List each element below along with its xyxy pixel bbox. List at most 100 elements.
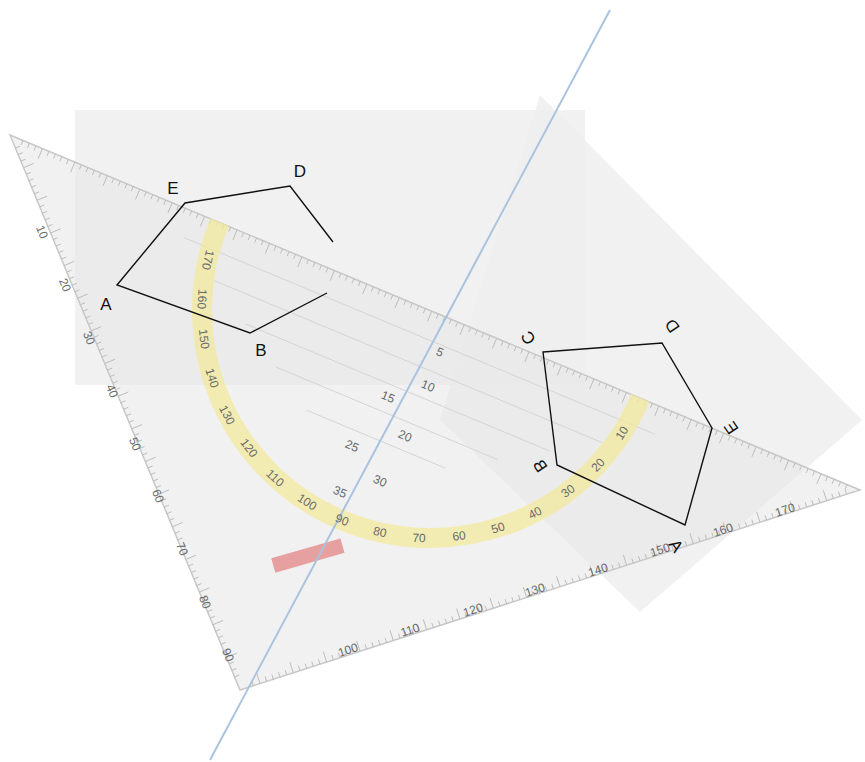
tick	[175, 531, 180, 533]
tick	[748, 444, 750, 449]
tick	[71, 162, 75, 172]
tick	[832, 494, 834, 499]
tick	[121, 401, 126, 403]
tick	[67, 270, 72, 272]
vertex-label: D	[294, 163, 306, 180]
tick	[456, 322, 458, 327]
tick	[164, 200, 166, 205]
tick	[663, 409, 665, 414]
tick	[257, 673, 260, 683]
tick	[196, 214, 198, 219]
tick	[110, 375, 115, 377]
brand-sticker	[271, 538, 344, 572]
tick	[97, 342, 102, 344]
tick	[845, 490, 847, 495]
tick	[774, 455, 776, 460]
tick	[765, 515, 767, 520]
scale-number: 170	[200, 249, 216, 271]
tick	[498, 601, 500, 606]
tick	[86, 316, 91, 318]
tick	[21, 140, 23, 145]
tick	[741, 441, 743, 446]
tick	[47, 151, 49, 156]
mirror-line	[210, 10, 610, 760]
tick	[818, 498, 820, 503]
tick	[752, 520, 754, 525]
tick	[728, 436, 730, 441]
tick	[547, 360, 549, 365]
tick	[683, 417, 685, 422]
vertex-label: E	[167, 180, 178, 197]
tick	[696, 422, 698, 427]
tick	[826, 476, 828, 481]
tick	[265, 243, 269, 253]
tick	[112, 178, 114, 183]
tick	[715, 430, 717, 435]
tick	[216, 629, 221, 631]
scale-number: 160	[196, 289, 209, 310]
tick	[432, 623, 434, 628]
tick	[229, 662, 234, 664]
tick	[552, 584, 554, 589]
tick	[151, 473, 156, 475]
tick	[91, 327, 101, 331]
tick	[345, 276, 347, 281]
tick	[384, 292, 386, 297]
tick	[272, 674, 274, 679]
tick	[186, 555, 196, 559]
tick	[784, 460, 788, 470]
tick	[48, 224, 53, 226]
tick	[235, 675, 240, 677]
tick	[832, 479, 834, 484]
tick	[332, 655, 334, 660]
tick	[79, 165, 81, 170]
tick	[183, 208, 185, 213]
tick	[307, 260, 309, 265]
tick	[131, 186, 133, 191]
tick	[167, 512, 172, 514]
tick	[378, 640, 380, 645]
tick	[676, 414, 678, 419]
tick	[540, 357, 542, 362]
tick	[586, 376, 588, 381]
tick	[24, 163, 34, 167]
tick	[80, 303, 85, 305]
tick	[29, 179, 34, 181]
tick	[417, 306, 419, 311]
tick	[151, 195, 153, 200]
tick	[148, 466, 153, 468]
tick	[276, 367, 497, 459]
tick	[705, 535, 707, 540]
tick	[645, 554, 647, 559]
tick	[278, 672, 280, 677]
tick	[655, 406, 659, 416]
tick	[318, 659, 320, 664]
tick	[428, 311, 432, 321]
tick	[702, 425, 704, 430]
tick	[221, 642, 226, 644]
tick	[752, 447, 756, 457]
tick	[578, 576, 580, 581]
tick	[378, 289, 380, 294]
tick	[320, 265, 322, 270]
tick	[232, 668, 237, 670]
tick	[64, 261, 74, 265]
tick	[521, 349, 523, 354]
tick	[156, 486, 161, 488]
tick	[287, 252, 289, 257]
tick	[21, 159, 26, 161]
ruler-ticks	[15, 140, 847, 685]
grid-lines	[184, 238, 655, 469]
pentagon-image	[543, 343, 712, 525]
tick	[177, 205, 179, 210]
tick	[618, 390, 620, 395]
tick	[194, 577, 199, 579]
tick	[605, 384, 607, 389]
tick	[265, 677, 267, 682]
tick	[178, 538, 183, 540]
vertex-label: A	[100, 296, 111, 313]
tick	[34, 192, 39, 194]
tick	[690, 533, 693, 543]
tick	[805, 502, 807, 507]
tick	[99, 173, 101, 178]
